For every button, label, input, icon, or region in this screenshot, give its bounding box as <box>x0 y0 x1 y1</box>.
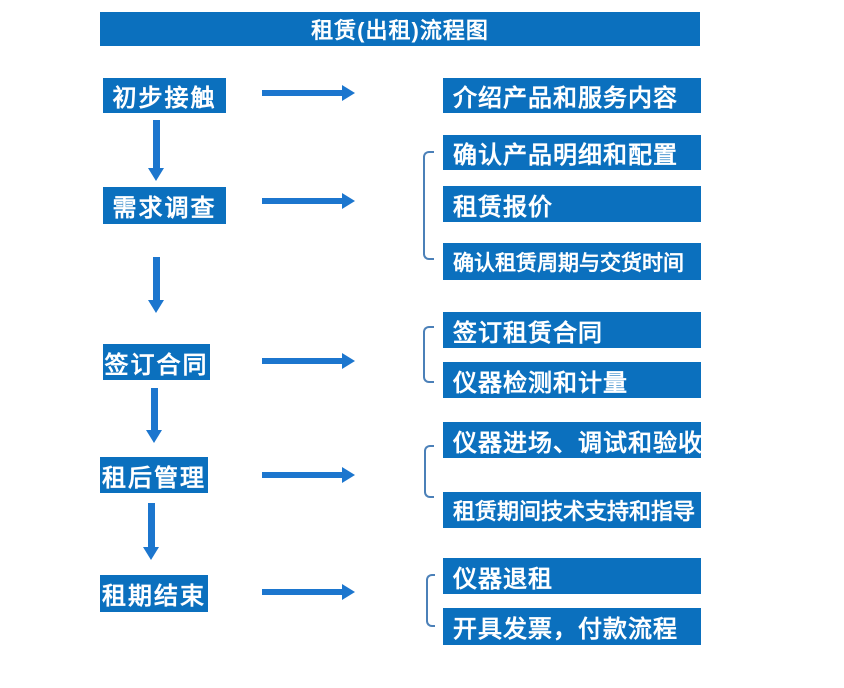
detail-box-confirm-period-delivery: 确认租赁周期与交货时间 <box>443 243 701 280</box>
flowchart-title: 租赁(出租)流程图 <box>100 12 700 46</box>
group-bracket <box>424 445 434 498</box>
stage-box-sign-contract: 签订合同 <box>103 344 210 380</box>
arrow-right-icon <box>262 353 355 369</box>
arrow-right-icon <box>262 467 355 483</box>
stage-box-needs-survey: 需求调查 <box>103 187 226 224</box>
detail-box-confirm-product-config: 确认产品明细和配置 <box>443 135 701 170</box>
detail-box-invoice-payment: 开具发票，付款流程 <box>443 608 701 645</box>
arrow-right-icon <box>262 193 355 209</box>
detail-box-rental-quote: 租赁报价 <box>443 186 701 222</box>
detail-box-introduce-products: 介绍产品和服务内容 <box>443 78 701 113</box>
detail-box-instrument-return: 仪器退租 <box>443 558 701 594</box>
detail-box-sign-rental-contract: 签订租赁合同 <box>443 312 701 348</box>
group-bracket <box>423 151 434 260</box>
arrow-down-icon <box>148 257 165 313</box>
arrow-down-icon <box>146 388 163 443</box>
detail-box-instrument-testing: 仪器检测和计量 <box>443 362 701 398</box>
group-bracket <box>423 326 434 383</box>
arrow-right-icon <box>262 85 355 101</box>
arrow-down-icon <box>148 120 165 181</box>
stage-box-initial-contact: 初步接触 <box>103 78 226 113</box>
arrow-right-icon <box>262 584 355 600</box>
group-bracket <box>426 574 435 627</box>
arrow-down-icon <box>143 503 160 560</box>
stage-box-post-rental-management: 租后管理 <box>100 457 208 493</box>
detail-box-tech-support: 租赁期间技术支持和指导 <box>443 492 701 528</box>
detail-box-instrument-setup-acceptance: 仪器进场、调试和验收 <box>443 422 702 458</box>
stage-box-rental-end: 租期结束 <box>100 575 208 612</box>
